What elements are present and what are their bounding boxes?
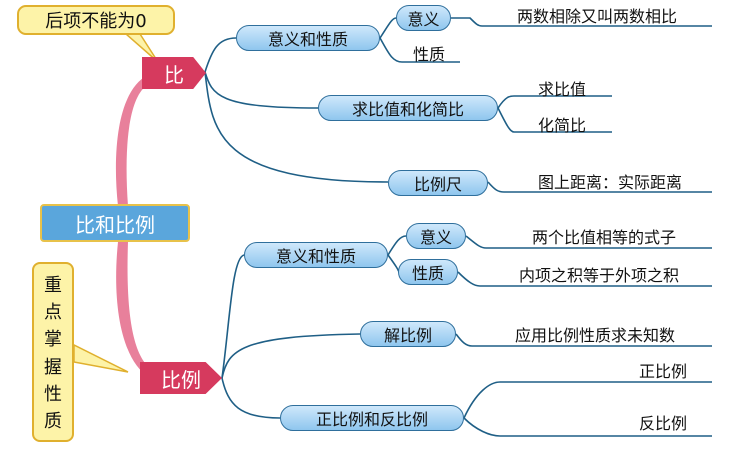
node-ratio-property: 性质 [412, 45, 445, 64]
center-topic: 比和比例 [40, 204, 190, 242]
node-ratio-definition: 意义 [396, 5, 451, 31]
text-ratio-value: 求比值 [537, 80, 586, 99]
node-ratio-meaning: 意义和性质 [236, 25, 380, 51]
text-scale-definition: 图上距离：实际距离 [537, 173, 682, 192]
node-scale: 比例尺 [388, 170, 488, 196]
text-ratio-definition: 两数相除又叫两数相比 [516, 7, 677, 26]
callout-char: 点 [44, 301, 62, 323]
callout-char: 性 [44, 383, 62, 405]
callout-char: 重 [44, 274, 62, 296]
node-proportion: 比例 [140, 362, 222, 394]
callout-char: 握 [44, 356, 62, 378]
node-proportion-meaning: 意义和性质 [244, 242, 388, 268]
node-ratio: 比 [142, 57, 206, 89]
text-direct-proportion: 正比例 [638, 362, 687, 381]
text-simplify-ratio: 化简比 [537, 116, 586, 135]
node-proportion-definition: 意义 [406, 223, 466, 249]
text-solve-proportion: 应用比例性质求未知数 [514, 326, 675, 345]
node-solve-proportion: 解比例 [360, 321, 456, 347]
text-proportion-definition: 两个比值相等的式子 [531, 228, 676, 247]
callout-char: 质 [44, 411, 62, 433]
callout-nonzero-note: 后项不能为0 [17, 5, 175, 35]
text-inverse-proportion: 反比例 [638, 414, 687, 433]
node-proportion-property: 性质 [398, 259, 458, 285]
text-proportion-property: 内项之积等于外项之积 [518, 266, 679, 285]
callout-key-properties: 重 点 掌 握 性 质 [32, 262, 74, 442]
node-direct-inverse: 正比例和反比例 [280, 405, 464, 431]
node-ratio-simplify: 求比值和化简比 [318, 95, 498, 121]
callout-char: 掌 [44, 329, 62, 351]
